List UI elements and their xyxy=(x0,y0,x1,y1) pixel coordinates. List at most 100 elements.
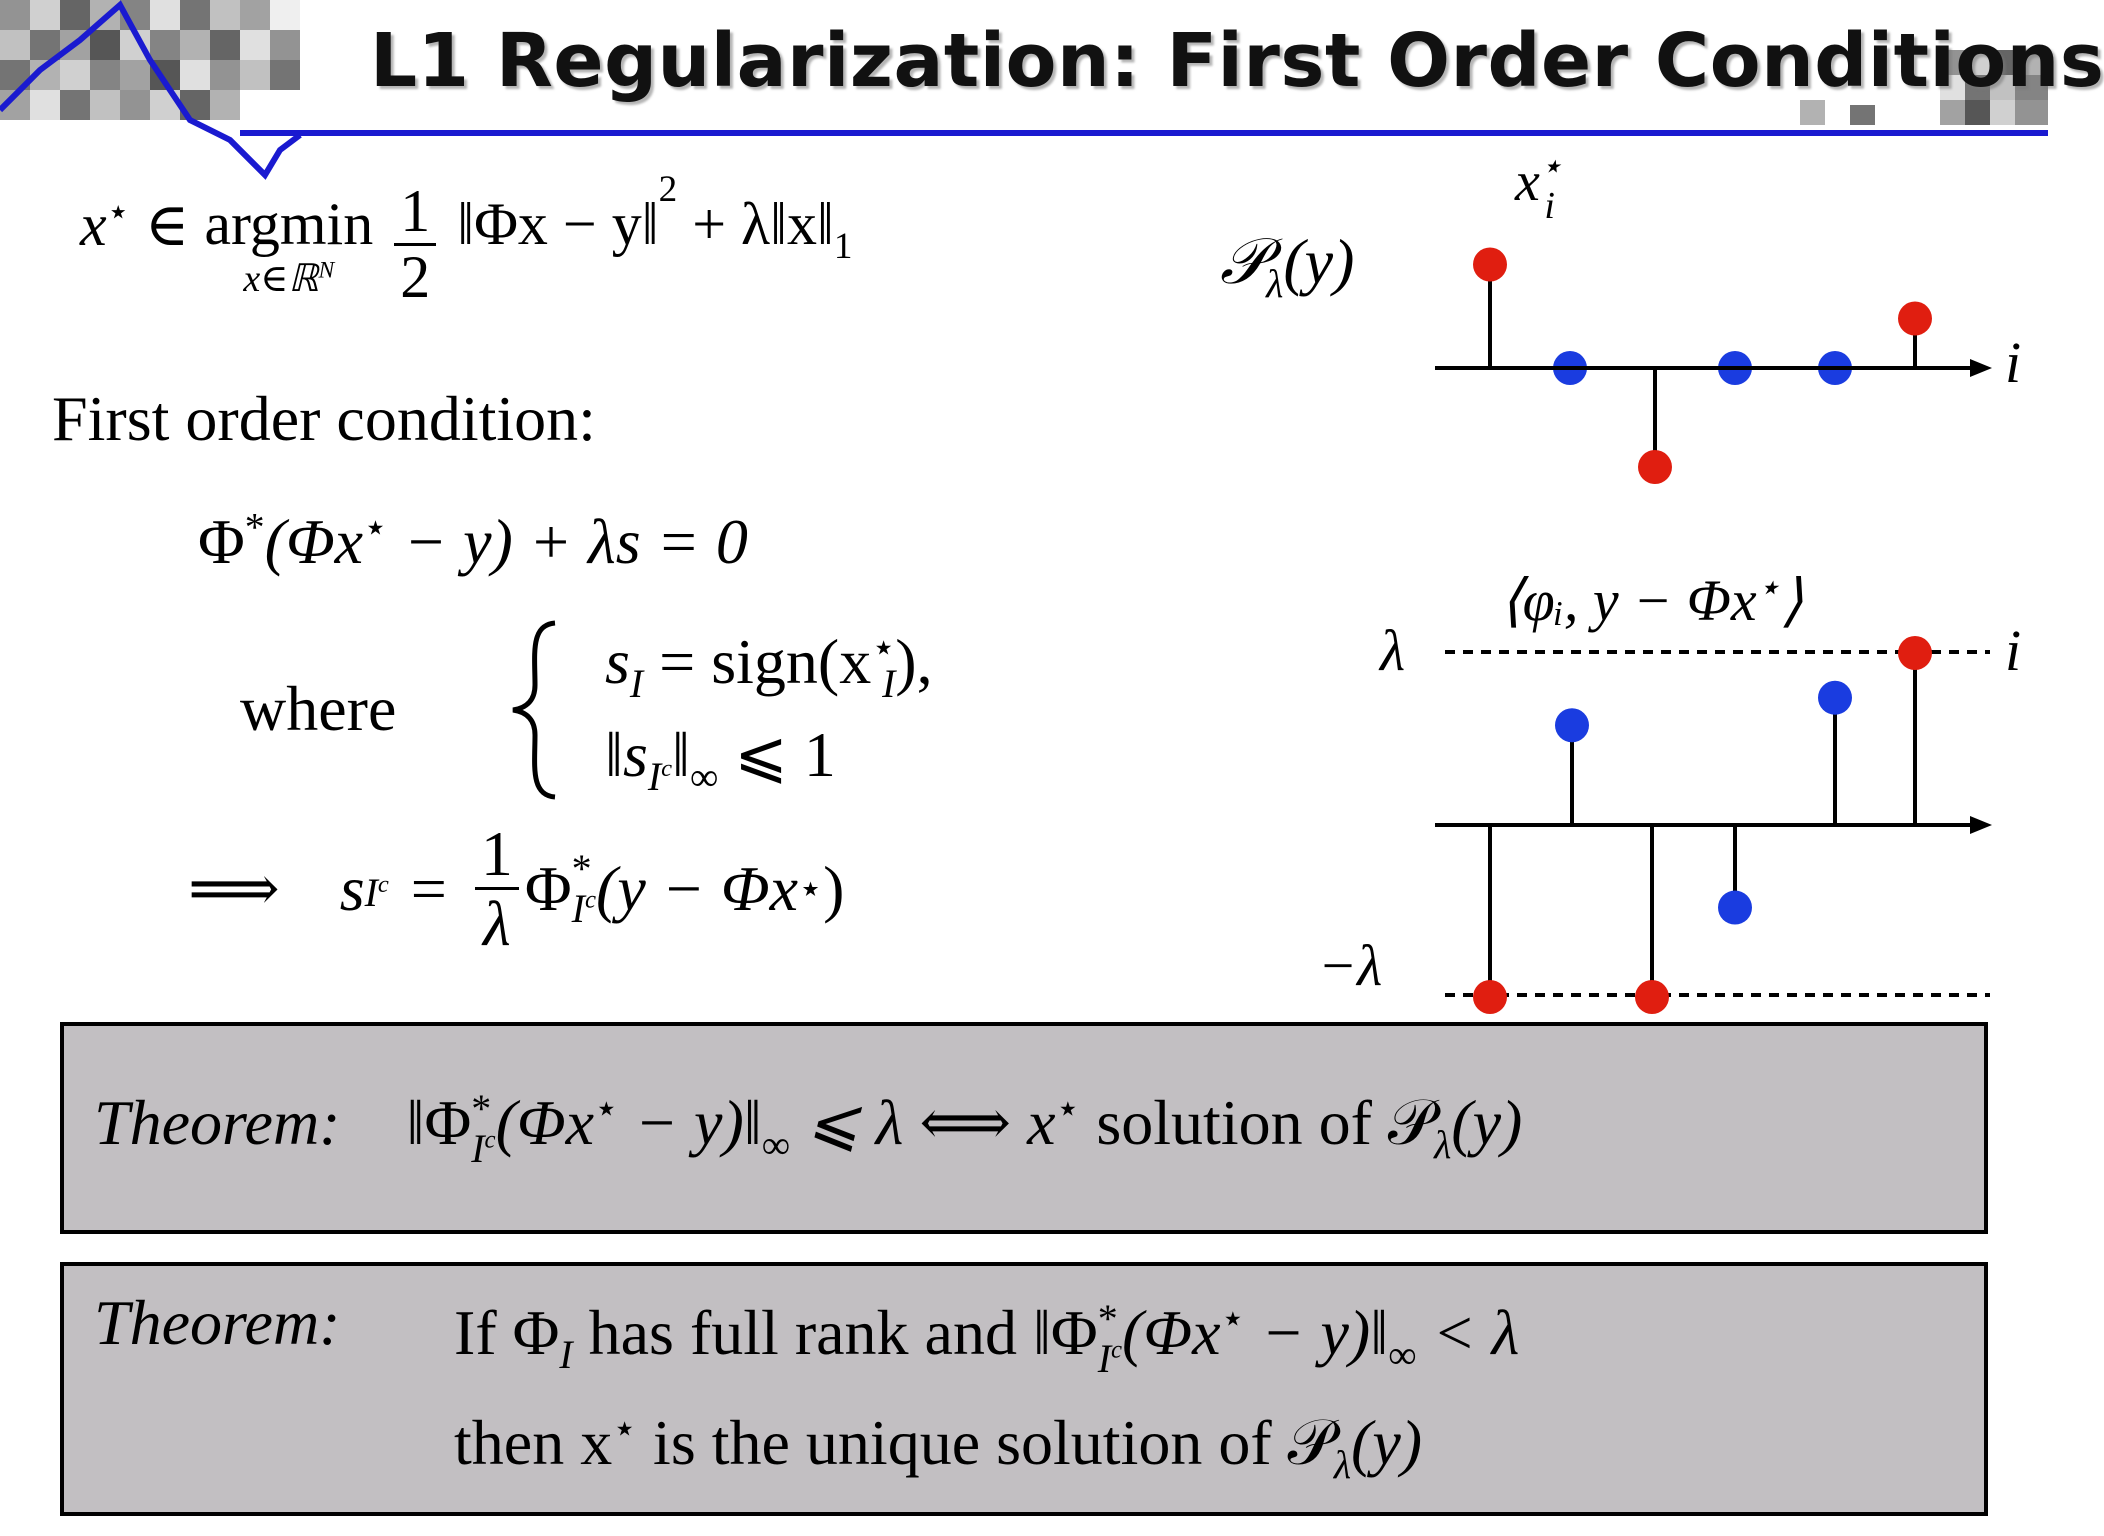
cases-star: ⋆ xyxy=(871,625,897,670)
implies-lhs-sub-c: c xyxy=(377,870,389,898)
cases-sign: = sign(x xyxy=(643,626,872,697)
theorem-1-phi-scripts: *Ic xyxy=(471,1089,495,1169)
theorem-2-d: − y)‖ xyxy=(1245,1297,1389,1368)
cases-line-1: sI = sign(x⋆I), xyxy=(605,625,933,704)
implies-phi-scripts: *Ic xyxy=(571,845,597,929)
header-decoration xyxy=(0,0,2048,180)
cases-norm-s: ‖s xyxy=(605,719,648,790)
theorem-2-inf: ∞ xyxy=(1388,1332,1417,1377)
cases-close: ), xyxy=(895,626,933,697)
top-stems xyxy=(1473,247,1932,484)
problem-body: ‖Φx − y‖ xyxy=(457,191,659,257)
neg-lambda-label: −λ xyxy=(1318,933,1382,998)
top-axis-label: i xyxy=(2005,330,2021,395)
top-label-x: x⋆i xyxy=(1514,146,1562,227)
cases-s-sub: I xyxy=(629,661,644,706)
implies-frac: 1 λ xyxy=(474,820,519,960)
implies-lhs-sub-i: I xyxy=(364,870,378,915)
theorem-1-sub-c: c xyxy=(484,1126,496,1154)
eq1-star: ⋆ xyxy=(363,505,388,550)
problem-reg: + λ‖x‖ xyxy=(692,191,834,257)
theorem-1-b: (Φx xyxy=(495,1087,594,1158)
bottom-axis-label: i xyxy=(2005,618,2021,683)
theorem-2-line-2: then x⋆ is the unique solution of 𝒫λ(y) xyxy=(454,1406,1423,1485)
theorem-1-label: Theorem: xyxy=(94,1087,341,1158)
theorem-2-rank: has full rank and ‖Φ xyxy=(572,1297,1098,1368)
implies-frac-den: λ xyxy=(483,888,511,960)
cases-norm-sub-i: I xyxy=(647,754,662,799)
cases-norm-sub: Ic xyxy=(648,755,672,799)
theorem-2-label: Theorem: xyxy=(94,1287,341,1358)
implies-phi-star: * xyxy=(571,845,592,891)
implies-phi-sub-c: c xyxy=(585,886,597,914)
theorem-2-if: If Φ xyxy=(454,1297,560,1368)
implies-rhs-b: (y − Φx xyxy=(596,852,799,924)
title-rule xyxy=(240,130,2048,136)
implies-phi: Φ xyxy=(524,852,572,924)
implies-arrow: ⟹ xyxy=(188,852,280,924)
theorem-1-norm: ‖Φ xyxy=(406,1087,472,1158)
problem-name-sub: λ xyxy=(1266,261,1284,306)
implies-frac-num: 1 xyxy=(474,820,519,891)
theorem-2-sub-i: I xyxy=(1097,1336,1112,1382)
problem-name: 𝒫λ(y) xyxy=(1220,225,1354,304)
theorem-1-star: ⋆ xyxy=(594,1086,619,1131)
theorem-1-sub-i: I xyxy=(471,1126,485,1172)
bottom-stem-dot-red xyxy=(1473,980,1507,1014)
bottom-stem-dot-blue xyxy=(1718,890,1752,925)
problem-lhs: x xyxy=(80,192,107,258)
theorem-2-sub-c: c xyxy=(1111,1336,1123,1364)
slide-title: L1 Regularization: First Order Condition… xyxy=(370,18,2104,104)
eq1-phi: Φ xyxy=(198,506,245,577)
bottom-stem-dot-blue xyxy=(1555,708,1589,743)
theorem-1-lam: λ xyxy=(1434,1122,1452,1167)
theorem-2-phi-star: * xyxy=(1097,1296,1118,1342)
cases-brace xyxy=(505,615,565,810)
problem-in: ∈ xyxy=(144,192,190,258)
diagram-top: i x⋆i xyxy=(1435,146,2021,484)
theorem-1-d: ⩽ λ ⟺ x xyxy=(790,1087,1056,1158)
cases-x-sub: I xyxy=(882,661,896,706)
theorem-1-phi-sub: Ic xyxy=(471,1126,496,1172)
theorem-2-unique: is the unique solution of 𝒫 xyxy=(637,1407,1334,1478)
half-den: 2 xyxy=(400,244,431,310)
implies-rhs-c: ) xyxy=(823,852,845,924)
bottom-stem-dot-red xyxy=(1635,980,1669,1014)
theorem-1-content: Theorem: ‖Φ*Ic(Φx⋆ − y)‖∞ ⩽ λ ⟺ x⋆ solut… xyxy=(94,1086,1522,1169)
half-fraction: 1 2 xyxy=(394,180,437,310)
theorem-2-f: (y) xyxy=(1351,1407,1423,1478)
cases-inf: ∞ xyxy=(689,754,719,799)
theorem-2-phi-scripts: *Ic xyxy=(1098,1299,1122,1379)
cases-s: s xyxy=(605,626,630,697)
theorem-1-inf: ∞ xyxy=(761,1122,791,1167)
argmin-sub-sup: N xyxy=(318,257,335,284)
first-order-label: First order condition: xyxy=(52,383,596,454)
theorem-box-2: Theorem: If Φ I has full rank and ‖Φ*Ic(Φ… xyxy=(60,1262,1988,1516)
top-axis-arrow xyxy=(1970,359,1992,377)
theorem-1-e: solution of 𝒫 xyxy=(1080,1087,1435,1158)
theorem-2-c: (Φx xyxy=(1122,1297,1221,1368)
eq1-phi-star: * xyxy=(244,505,265,550)
implies-lhs-sub: Ic xyxy=(365,872,389,913)
top-stem-dot-red xyxy=(1638,450,1672,484)
bottom-stems xyxy=(1473,636,1932,1014)
bottom-stem-dot-blue xyxy=(1818,680,1852,715)
bottom-label: ⟨φᵢ, y − Φx⋆⟩ xyxy=(1500,567,1803,633)
theorem-1-star-2: ⋆ xyxy=(1055,1086,1081,1131)
top-stem-dot-red xyxy=(1898,301,1932,336)
where-label: where xyxy=(240,673,397,744)
theorem-2-lam: λ xyxy=(1333,1442,1351,1487)
blue-curve xyxy=(0,0,302,180)
first-order-equation: Φ*(Φx⋆ − y) + λs = 0 xyxy=(198,505,748,579)
argmin-block: argmin x∈ℝN xyxy=(204,190,373,301)
cases-leq: ⩽ 1 xyxy=(718,719,836,790)
cases-norm-close: ‖ xyxy=(672,719,690,790)
implies-eq: = xyxy=(410,852,447,924)
problem-sq: 2 xyxy=(658,169,678,210)
theorem-1-c: − y)‖ xyxy=(618,1087,762,1158)
theorem-2-phi-sub: Ic xyxy=(1097,1336,1123,1382)
argmin-sub-text: x∈ℝ xyxy=(243,258,319,300)
theorem-1-f: (y) xyxy=(1451,1087,1523,1158)
implies-lhs: s xyxy=(339,852,365,924)
